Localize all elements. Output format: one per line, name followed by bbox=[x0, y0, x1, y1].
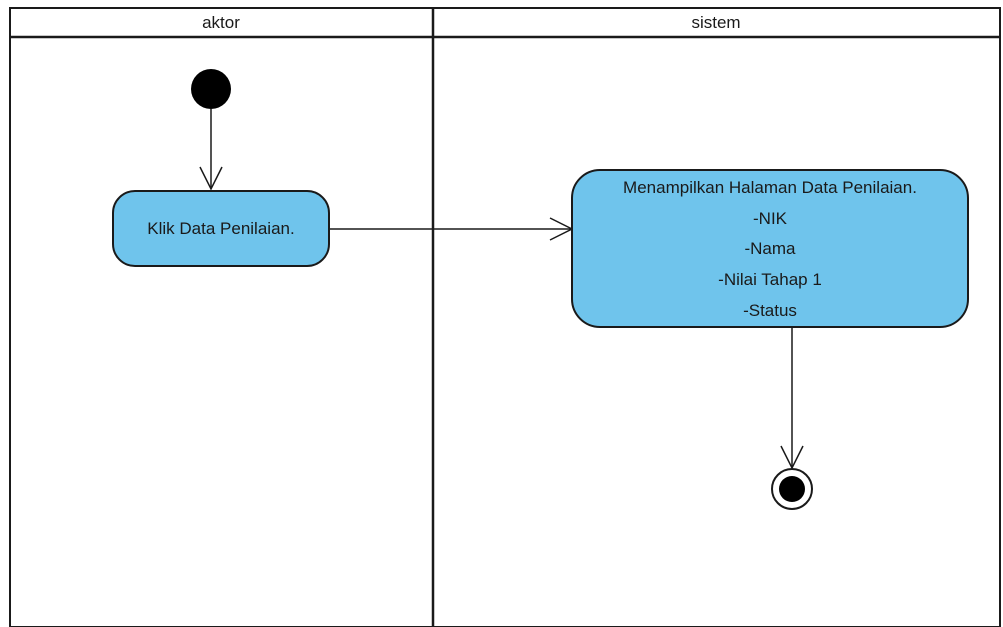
action-field-nilai-tahap: -Nilai Tahap 1 bbox=[718, 270, 822, 289]
lane-title-aktor: aktor bbox=[202, 13, 240, 32]
action-klik-data-penilaian: Klik Data Penilaian. bbox=[112, 190, 330, 267]
flow-tampil-to-end bbox=[780, 327, 804, 470]
action-box bbox=[571, 169, 969, 328]
action-title-line: Menampilkan Halaman Data Penilaian. bbox=[623, 178, 917, 197]
action-field-status: -Status bbox=[743, 301, 797, 320]
action-field-nik: -NIK bbox=[753, 209, 788, 228]
flow-start-to-klik bbox=[199, 109, 223, 191]
final-node bbox=[771, 468, 813, 510]
action-label: Klik Data Penilaian. bbox=[147, 219, 294, 238]
lane-title-sistem: sistem bbox=[691, 13, 740, 32]
final-node-core bbox=[779, 476, 805, 502]
initial-node bbox=[191, 69, 231, 109]
action-menampilkan-halaman-data-penilaian: Menampilkan Halaman Data Penilaian. -NIK… bbox=[571, 169, 969, 328]
action-field-nama: -Nama bbox=[744, 239, 796, 258]
flow-klik-to-tampil bbox=[329, 217, 574, 241]
swimlane-frame bbox=[9, 7, 1001, 627]
